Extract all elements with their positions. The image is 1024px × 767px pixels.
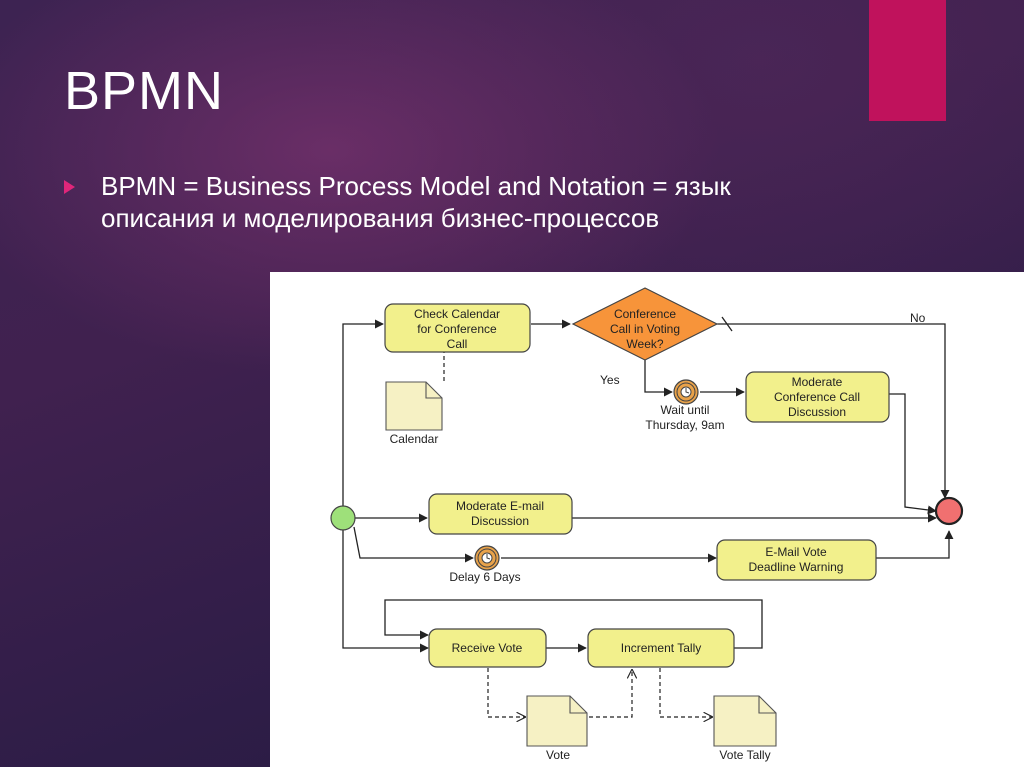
task-email-vote-label-1: E-Mail Vote [765, 545, 827, 559]
task-email-vote-label-2: Deadline Warning [749, 560, 844, 574]
task-increment-tally [587, 628, 735, 668]
task-moderate-email-label-1: Moderate E-mail [456, 499, 544, 513]
task-moderate-conference-label-1: Moderate [792, 375, 843, 389]
flow-loop [384, 599, 763, 649]
end-event [934, 496, 964, 526]
flow-vote-warning-to-end [876, 530, 954, 559]
task-check-calendar [384, 303, 531, 353]
bullet-text: BPMN = Business Process Model and Notati… [101, 171, 731, 233]
timer-wait-label-1: Wait until [661, 403, 710, 417]
task-receive-vote-label: Receive Vote [452, 641, 523, 655]
association-increment-to-tally [659, 668, 712, 717]
data-object-vote-tally [713, 695, 777, 747]
flow-start-to-check-calendar [342, 319, 384, 508]
bpmn-diagram-canvas: Check Calendar for Conference Call Confe… [330, 287, 964, 762]
association-vote-to-increment [589, 670, 632, 718]
task-check-calendar-label-1: Check Calendar [414, 307, 500, 321]
timer-delay-icon [474, 545, 500, 571]
start-event [330, 505, 356, 531]
data-object-calendar [385, 381, 443, 431]
association-receive-to-vote [487, 668, 525, 717]
timer-delay-label: Delay 6 Days [449, 570, 520, 584]
gateway-label-2: Call in Voting [610, 322, 680, 336]
task-email-vote-warning [716, 539, 877, 581]
task-moderate-email [428, 493, 573, 535]
task-moderate-conference [745, 371, 890, 423]
task-moderate-conference-label-2: Conference Call [774, 390, 860, 404]
task-increment-tally-label: Increment Tally [621, 641, 701, 655]
data-object-vote-tally-label: Vote Tally [719, 748, 770, 762]
flow-start-to-receive [342, 529, 429, 653]
timer-wait-icon [673, 379, 699, 405]
task-moderate-email-label-2: Discussion [471, 514, 529, 528]
data-object-vote [526, 695, 588, 747]
task-moderate-conference-label-3: Discussion [788, 405, 846, 419]
timer-wait-label-2: Thursday, 9am [645, 418, 724, 432]
flow-label-yes: Yes [600, 373, 620, 387]
flow-conf-to-end [889, 393, 937, 515]
flow-yes [644, 360, 673, 397]
flow-label-no: No [910, 311, 926, 325]
task-check-calendar-label-2: for Conference [417, 322, 497, 336]
slide-title: BPMN [64, 61, 225, 121]
default-flow-slash [721, 316, 733, 332]
task-receive-vote [428, 628, 547, 668]
gateway-label-3: Week? [626, 337, 663, 351]
data-object-vote-label: Vote [546, 748, 570, 762]
gateway-voting-week [571, 287, 719, 361]
task-check-calendar-label-3: Call [447, 337, 468, 351]
bpmn-diagram: Check Calendar for Conference Call Confe… [270, 272, 1024, 767]
data-object-calendar-label: Calendar [390, 432, 439, 446]
accent-block [869, 0, 946, 121]
bullet-triangle-icon [64, 180, 75, 194]
flow-start-to-delay [353, 526, 474, 563]
flow-no [717, 323, 950, 499]
gateway-label-1: Conference [614, 307, 676, 321]
